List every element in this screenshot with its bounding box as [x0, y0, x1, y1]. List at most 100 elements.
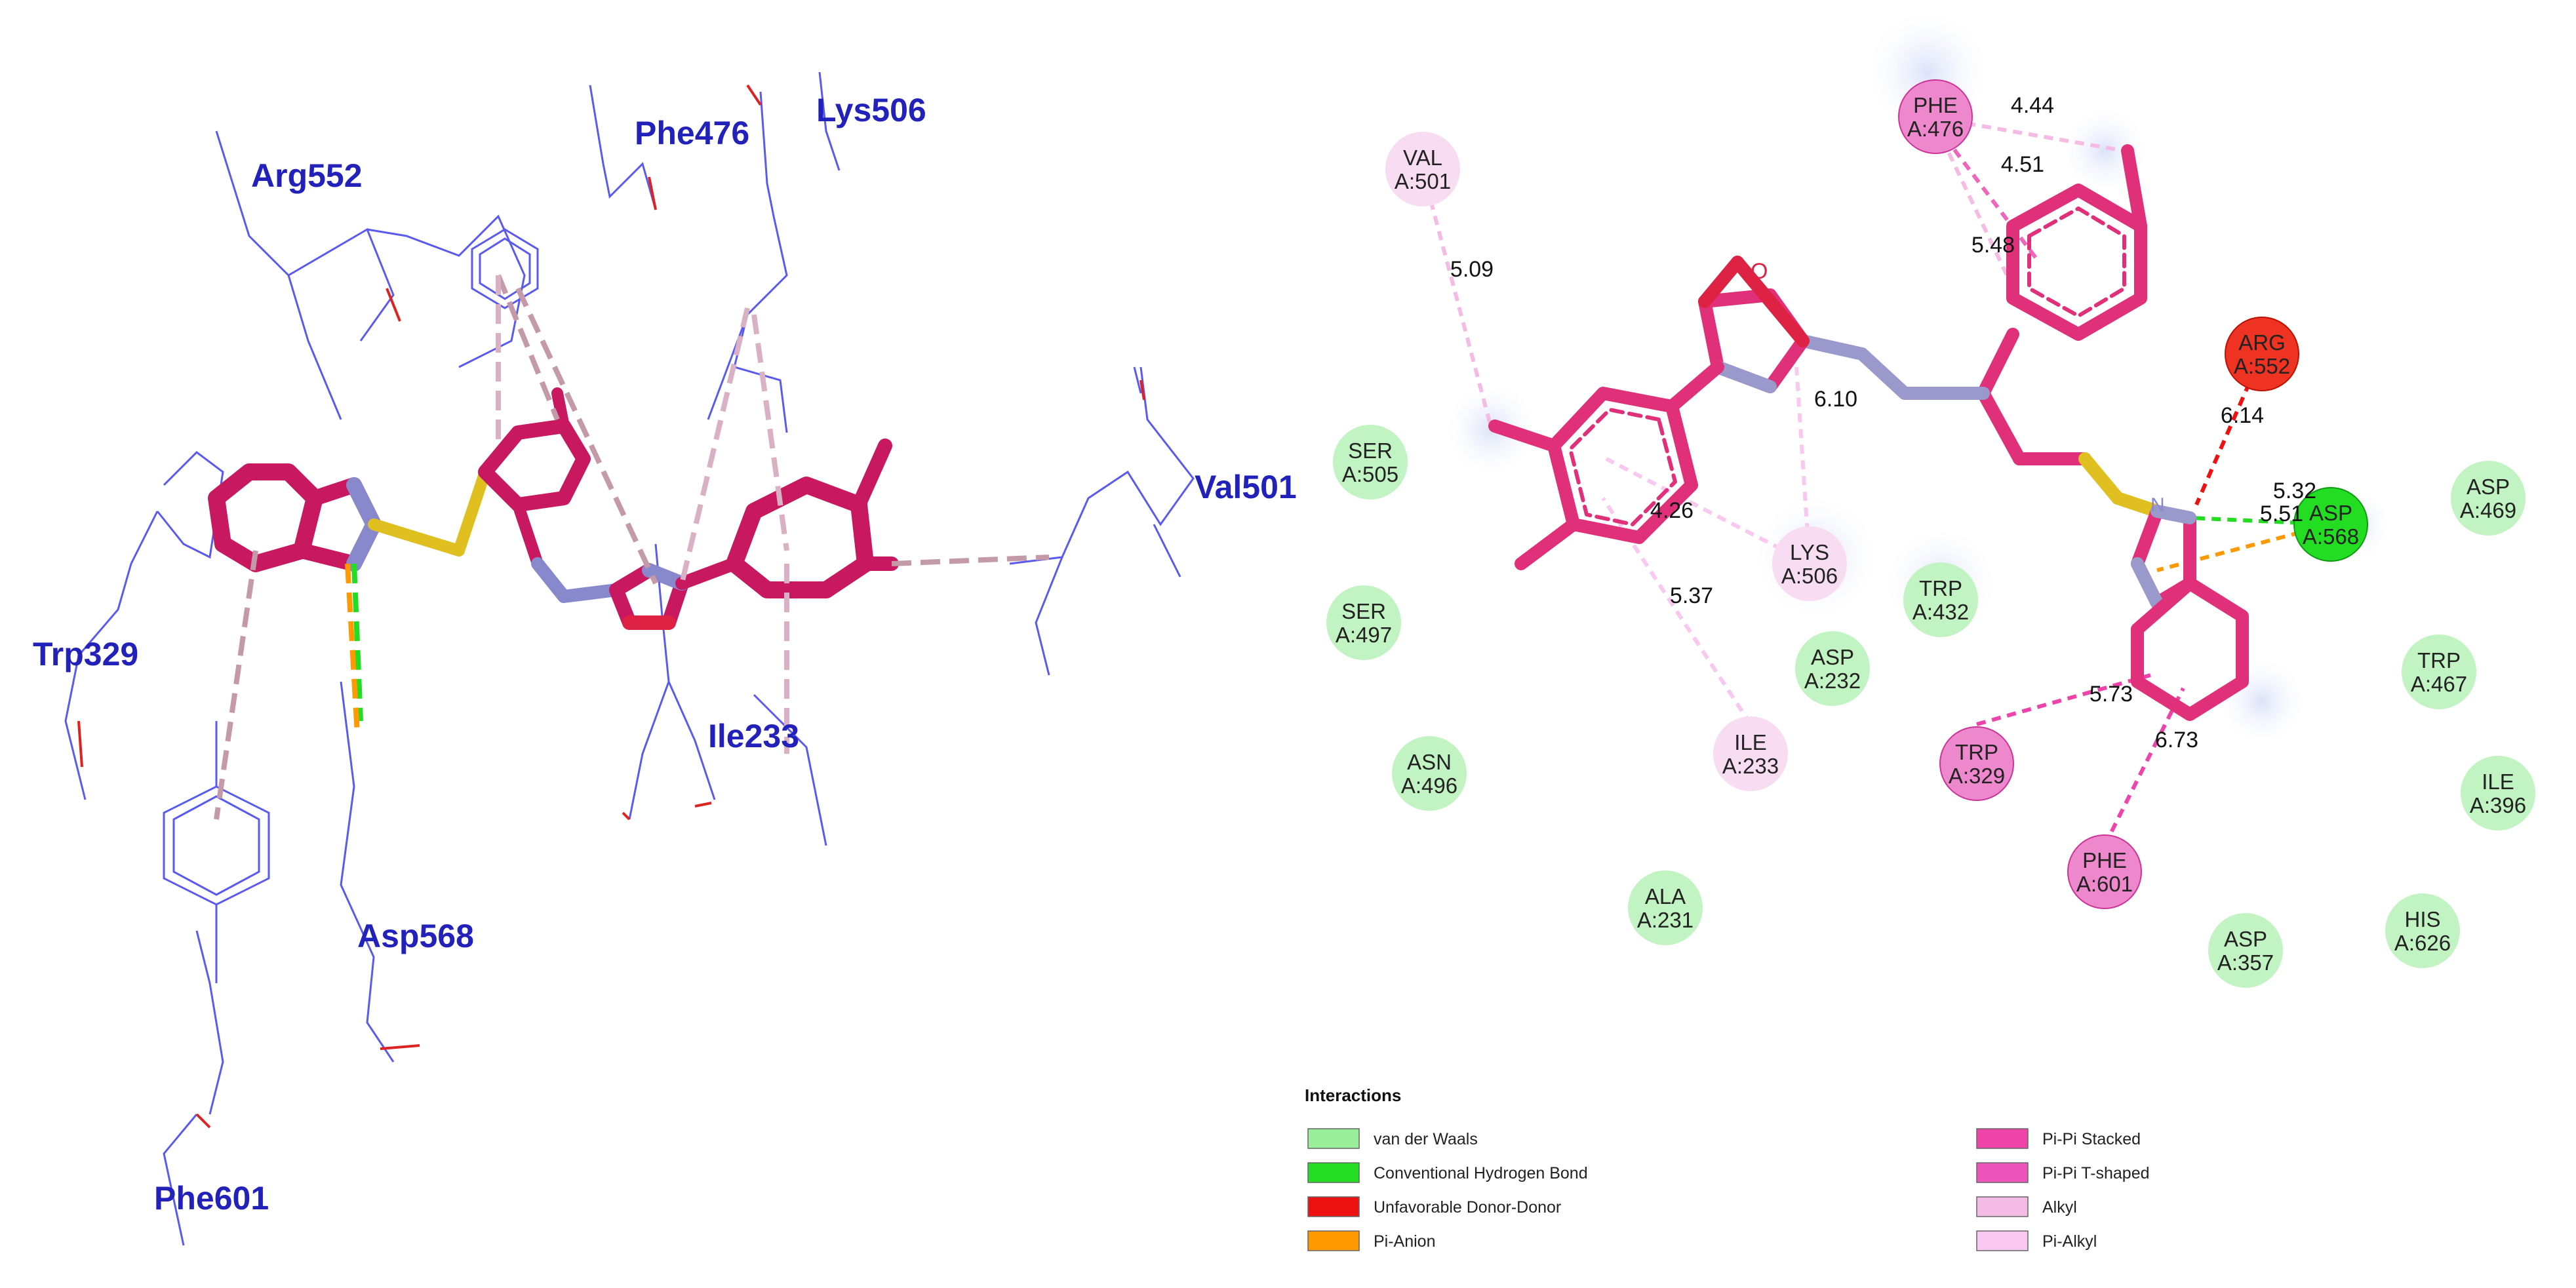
- residue-name: PHE: [1913, 93, 1958, 117]
- residue-chain: A:506: [1781, 564, 1838, 588]
- residue-disc: [1772, 526, 1847, 601]
- interaction-dashes-3d: [214, 274, 1050, 820]
- distance-d444: 4.44: [2011, 93, 2054, 118]
- residue-disc: [2461, 756, 2535, 830]
- distance-d573: 5.73: [2090, 682, 2133, 707]
- legend-swatch: [1976, 1196, 2029, 1217]
- residue-disc: [1628, 870, 1703, 945]
- legend-item: Pi-Alkyl: [1976, 1230, 2097, 1251]
- residue-name: PHE: [2082, 848, 2127, 872]
- residue-chain: A:501: [1395, 169, 1451, 193]
- residue-chain: A:432: [1912, 600, 1969, 624]
- residue-name: ASN: [1407, 750, 1452, 774]
- residue-disc: [1326, 585, 1401, 660]
- distance-d673: 6.73: [2155, 728, 2198, 752]
- distance-d537: 5.37: [1670, 583, 1713, 608]
- residue-chain: A:601: [2076, 872, 2133, 896]
- distance-d610: 6.10: [1814, 387, 1857, 412]
- residue-name: ASP: [1811, 645, 1854, 669]
- distance-d532: 5.32: [2273, 478, 2316, 503]
- residue-chain: A:467: [2411, 672, 2467, 696]
- legend-item: Alkyl: [1976, 1196, 2077, 1217]
- distance-d426: 4.26: [1650, 498, 1694, 523]
- residue-disc: [1903, 562, 1978, 637]
- residue-chain: A:505: [1342, 462, 1398, 486]
- residue-name: LYS: [1790, 540, 1829, 564]
- label-asp568: Asp568: [357, 918, 474, 954]
- residue-chain: A:357: [2217, 950, 2274, 975]
- legend-item: Pi-Anion: [1307, 1230, 1436, 1251]
- legend-item: Pi-Pi T-shaped: [1976, 1162, 2150, 1183]
- residue-disc: [2225, 317, 2299, 391]
- label-lys506: Lys506: [816, 92, 926, 128]
- legend-item: Pi-Pi Stacked: [1976, 1128, 2141, 1149]
- residue-chain: A:232: [1804, 669, 1861, 693]
- 3d-binding-view: Arg552 Phe476 Lys506 Val501 Trp329 Ile23…: [33, 71, 1297, 1246]
- residue-discs: VALA:501PHEA:476ARGA:552ASPA:568ASPA:469…: [1326, 79, 2535, 988]
- legend-title: Interactions: [1305, 1085, 1401, 1105]
- legend-label: Pi-Pi Stacked: [2042, 1130, 2141, 1148]
- residue-disc: [1898, 79, 1973, 154]
- residue-name: ILE: [2482, 770, 2514, 794]
- legend-item: Unfavorable Donor-Donor: [1307, 1196, 1561, 1217]
- residue-name: SER: [1348, 439, 1393, 463]
- label-ile233: Ile233: [708, 718, 799, 754]
- residue-chain: A:476: [1907, 117, 1964, 141]
- 3d-residue-labels: Arg552 Phe476 Lys506 Val501 Trp329 Ile23…: [33, 92, 1297, 1217]
- legend-swatch: [1307, 1230, 1360, 1251]
- distance-d551: 5.51: [2260, 501, 2303, 526]
- legend-swatch: [1307, 1128, 1360, 1149]
- legend-swatch: [1976, 1230, 2029, 1251]
- legend-label: van der Waals: [1374, 1130, 1478, 1148]
- glow-halos: [1442, 7, 2393, 747]
- residue-chain: A:469: [2460, 498, 2516, 522]
- legend-swatch: [1307, 1196, 1360, 1217]
- residue-name: ARG: [2238, 330, 2286, 355]
- residue-name: ASP: [2309, 501, 2352, 525]
- residue-chain: A:552: [2234, 354, 2290, 378]
- label-trp329: Trp329: [33, 636, 138, 673]
- residue-name: ALA: [1645, 884, 1686, 908]
- residue-chain: A:626: [2394, 931, 2451, 955]
- residue-disc: [1333, 425, 1408, 499]
- residue-disc: [2067, 834, 2142, 909]
- legend-label: Pi-Alkyl: [2042, 1232, 2097, 1251]
- label-val501: Val501: [1195, 469, 1297, 505]
- distance-labels: 4.444.515.485.096.146.105.325.514.265.37…: [1450, 93, 2316, 752]
- residue-chain: A:568: [2303, 524, 2359, 549]
- residue-disc: [2451, 461, 2526, 536]
- label-phe601: Phe601: [154, 1180, 269, 1217]
- residue-name: SER: [1341, 599, 1386, 623]
- label-phe476: Phe476: [635, 115, 749, 151]
- residue-disc: [1713, 716, 1788, 791]
- legend-swatch: [1307, 1162, 1360, 1183]
- distance-d509: 5.09: [1450, 257, 1494, 282]
- residue-chain: A:497: [1336, 623, 1392, 647]
- ligand-3d: [208, 387, 899, 630]
- residue-wireframes: [64, 71, 1195, 1246]
- legend-label: Unfavorable Donor-Donor: [1374, 1198, 1561, 1217]
- residue-name: VAL: [1403, 146, 1442, 170]
- residue-disc: [2385, 893, 2460, 968]
- residue-chain: A:396: [2470, 793, 2526, 817]
- distance-d548: 5.48: [1972, 233, 2015, 258]
- legend-swatch: [1976, 1162, 2029, 1183]
- residue-name: HIS: [2404, 907, 2440, 931]
- legend-label: Conventional Hydrogen Bond: [1374, 1164, 1588, 1182]
- residue-disc: [2293, 487, 2368, 562]
- legend-item: van der Waals: [1307, 1128, 1478, 1149]
- legend-item: Conventional Hydrogen Bond: [1307, 1162, 1588, 1183]
